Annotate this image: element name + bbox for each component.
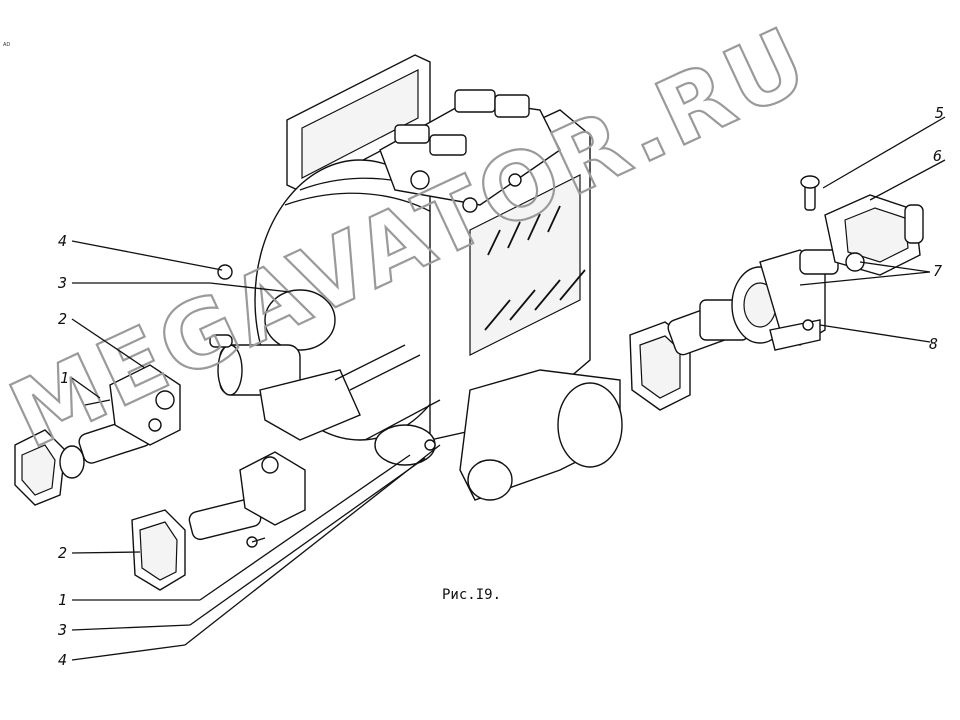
callout-1-bottom: 1	[58, 591, 67, 609]
main-housing	[209, 54, 623, 501]
callout-7: 7	[933, 262, 942, 280]
cardan-shaft-left-upper	[14, 264, 233, 506]
callout-6: 6	[933, 147, 942, 165]
callout-2-bottom: 2	[58, 544, 67, 562]
callout-8: 8	[929, 335, 938, 353]
figure-caption: Рис.I9.	[442, 587, 501, 603]
callout-4-top: 4	[58, 232, 67, 250]
callout-2-top: 2	[58, 310, 67, 328]
corner-mark: AD	[3, 42, 10, 48]
callout-1-top: 1	[60, 369, 69, 387]
callout-3-bottom: 3	[57, 621, 67, 639]
cardan-shaft-left-lower	[131, 451, 306, 591]
callout-3-top: 3	[57, 274, 67, 292]
leader-lines	[71, 116, 946, 661]
cardan-shaft-right	[629, 175, 924, 411]
callout-labels: 4 3 2 1 2 1 3 4 5 6 7 8	[57, 104, 944, 669]
callout-5: 5	[935, 104, 944, 122]
callout-4-bottom: 4	[58, 651, 67, 669]
